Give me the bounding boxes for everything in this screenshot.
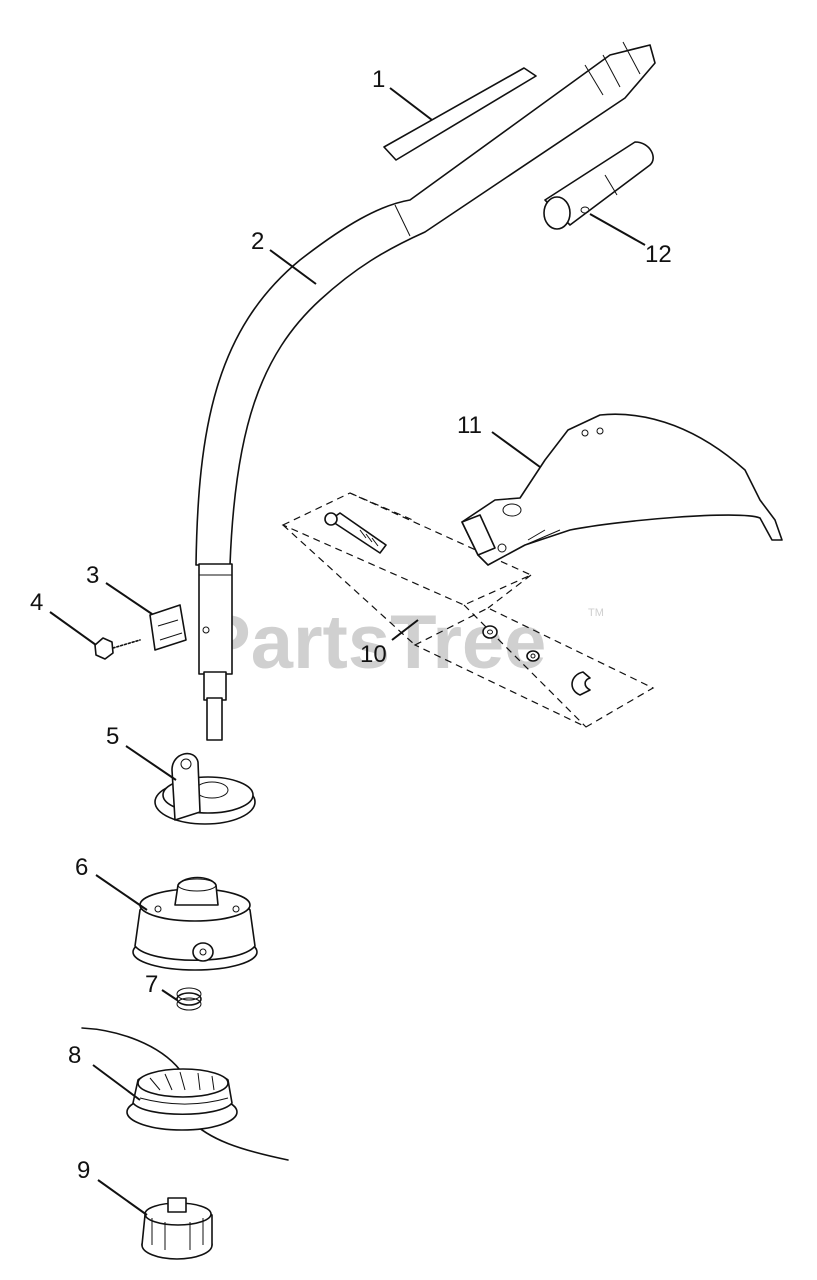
leader-6 [95, 874, 148, 911]
leader-2 [269, 249, 317, 285]
callout-11: 11 [457, 412, 482, 439]
callout-7: 7 [145, 971, 158, 998]
part-1-decal [383, 67, 537, 161]
part-3-clip [149, 604, 187, 651]
leader-5 [125, 745, 177, 781]
callout-4: 4 [30, 589, 43, 616]
callout-12: 12 [645, 241, 672, 268]
callout-2: 2 [251, 228, 264, 255]
leader-12 [589, 213, 646, 246]
leader-7 [161, 989, 178, 1001]
part-11-guard [461, 413, 783, 566]
part-5-guard-mount [154, 752, 256, 825]
leader-3 [105, 582, 153, 615]
callout-3: 3 [86, 562, 99, 589]
part-9-bump-knob [141, 1197, 213, 1260]
part-10-hardware-kit [281, 492, 655, 728]
leader-1 [389, 87, 433, 121]
part-6-spool-housing [132, 876, 258, 971]
callout-5: 5 [106, 723, 119, 750]
leader-10 [391, 619, 419, 641]
leader-11 [491, 431, 541, 468]
callout-10: 10 [360, 641, 387, 668]
part-4-screw [94, 637, 141, 660]
leader-9 [97, 1179, 148, 1216]
callout-8: 8 [68, 1042, 81, 1069]
leader-4 [49, 611, 97, 646]
callout-6: 6 [75, 854, 88, 881]
callout-1: 1 [372, 66, 385, 93]
leader-8 [92, 1064, 141, 1101]
part-2-shaft [195, 41, 656, 741]
callout-9: 9 [77, 1157, 90, 1184]
part-7-spring [176, 987, 202, 1011]
part-8-spool [81, 1027, 289, 1161]
watermark-tm: TM [588, 607, 604, 619]
watermark-text: PartsTree [200, 600, 546, 685]
part-12-coupler [543, 141, 654, 230]
